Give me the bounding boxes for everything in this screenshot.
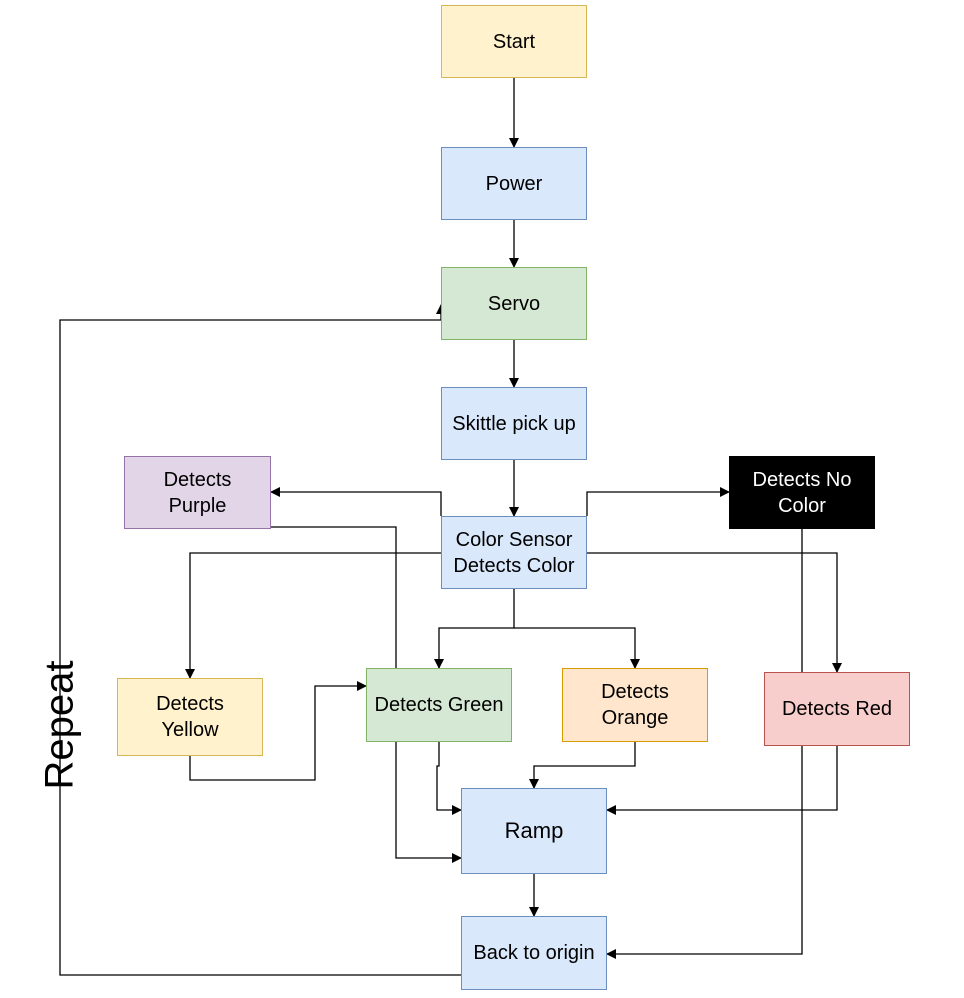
edge-green-ramp [436, 742, 462, 815]
edge-sensor-green [434, 589, 515, 669]
detects-no-color-node: Detects No Color [729, 456, 875, 529]
power-node: Power [441, 147, 587, 220]
ramp-node: Ramp [461, 788, 607, 874]
edge-nocolor-origin [606, 529, 803, 959]
back-to-origin-node: Back to origin [461, 916, 607, 990]
edge-sensor-yellow [185, 552, 441, 679]
detects-purple-node: Detects Purple [124, 456, 271, 529]
edge-sensor-red [587, 552, 842, 673]
repeat-loop-label: Repeat [37, 660, 82, 790]
edge-orange-ramp [529, 742, 636, 789]
detects-yellow-node: Detects Yellow [117, 678, 263, 756]
start-node: Start [441, 5, 587, 78]
edge-sensor-purple [270, 487, 442, 516]
detects-red-node: Detects Red [764, 672, 910, 746]
edge-sensor-orange [514, 627, 640, 669]
servo-node: Servo [441, 267, 587, 340]
detects-green-node: Detects Green [366, 668, 512, 742]
detects-orange-node: Detects Orange [562, 668, 708, 742]
edge-origin-servo-repeat [59, 304, 461, 976]
edge-yellow-green [189, 681, 367, 781]
edge-red-ramp [606, 746, 838, 815]
skittle-pickup-node: Skittle pick up [441, 387, 587, 460]
edge-sensor-nocolor [586, 487, 730, 516]
color-sensor-node: Color Sensor Detects Color [441, 516, 587, 589]
